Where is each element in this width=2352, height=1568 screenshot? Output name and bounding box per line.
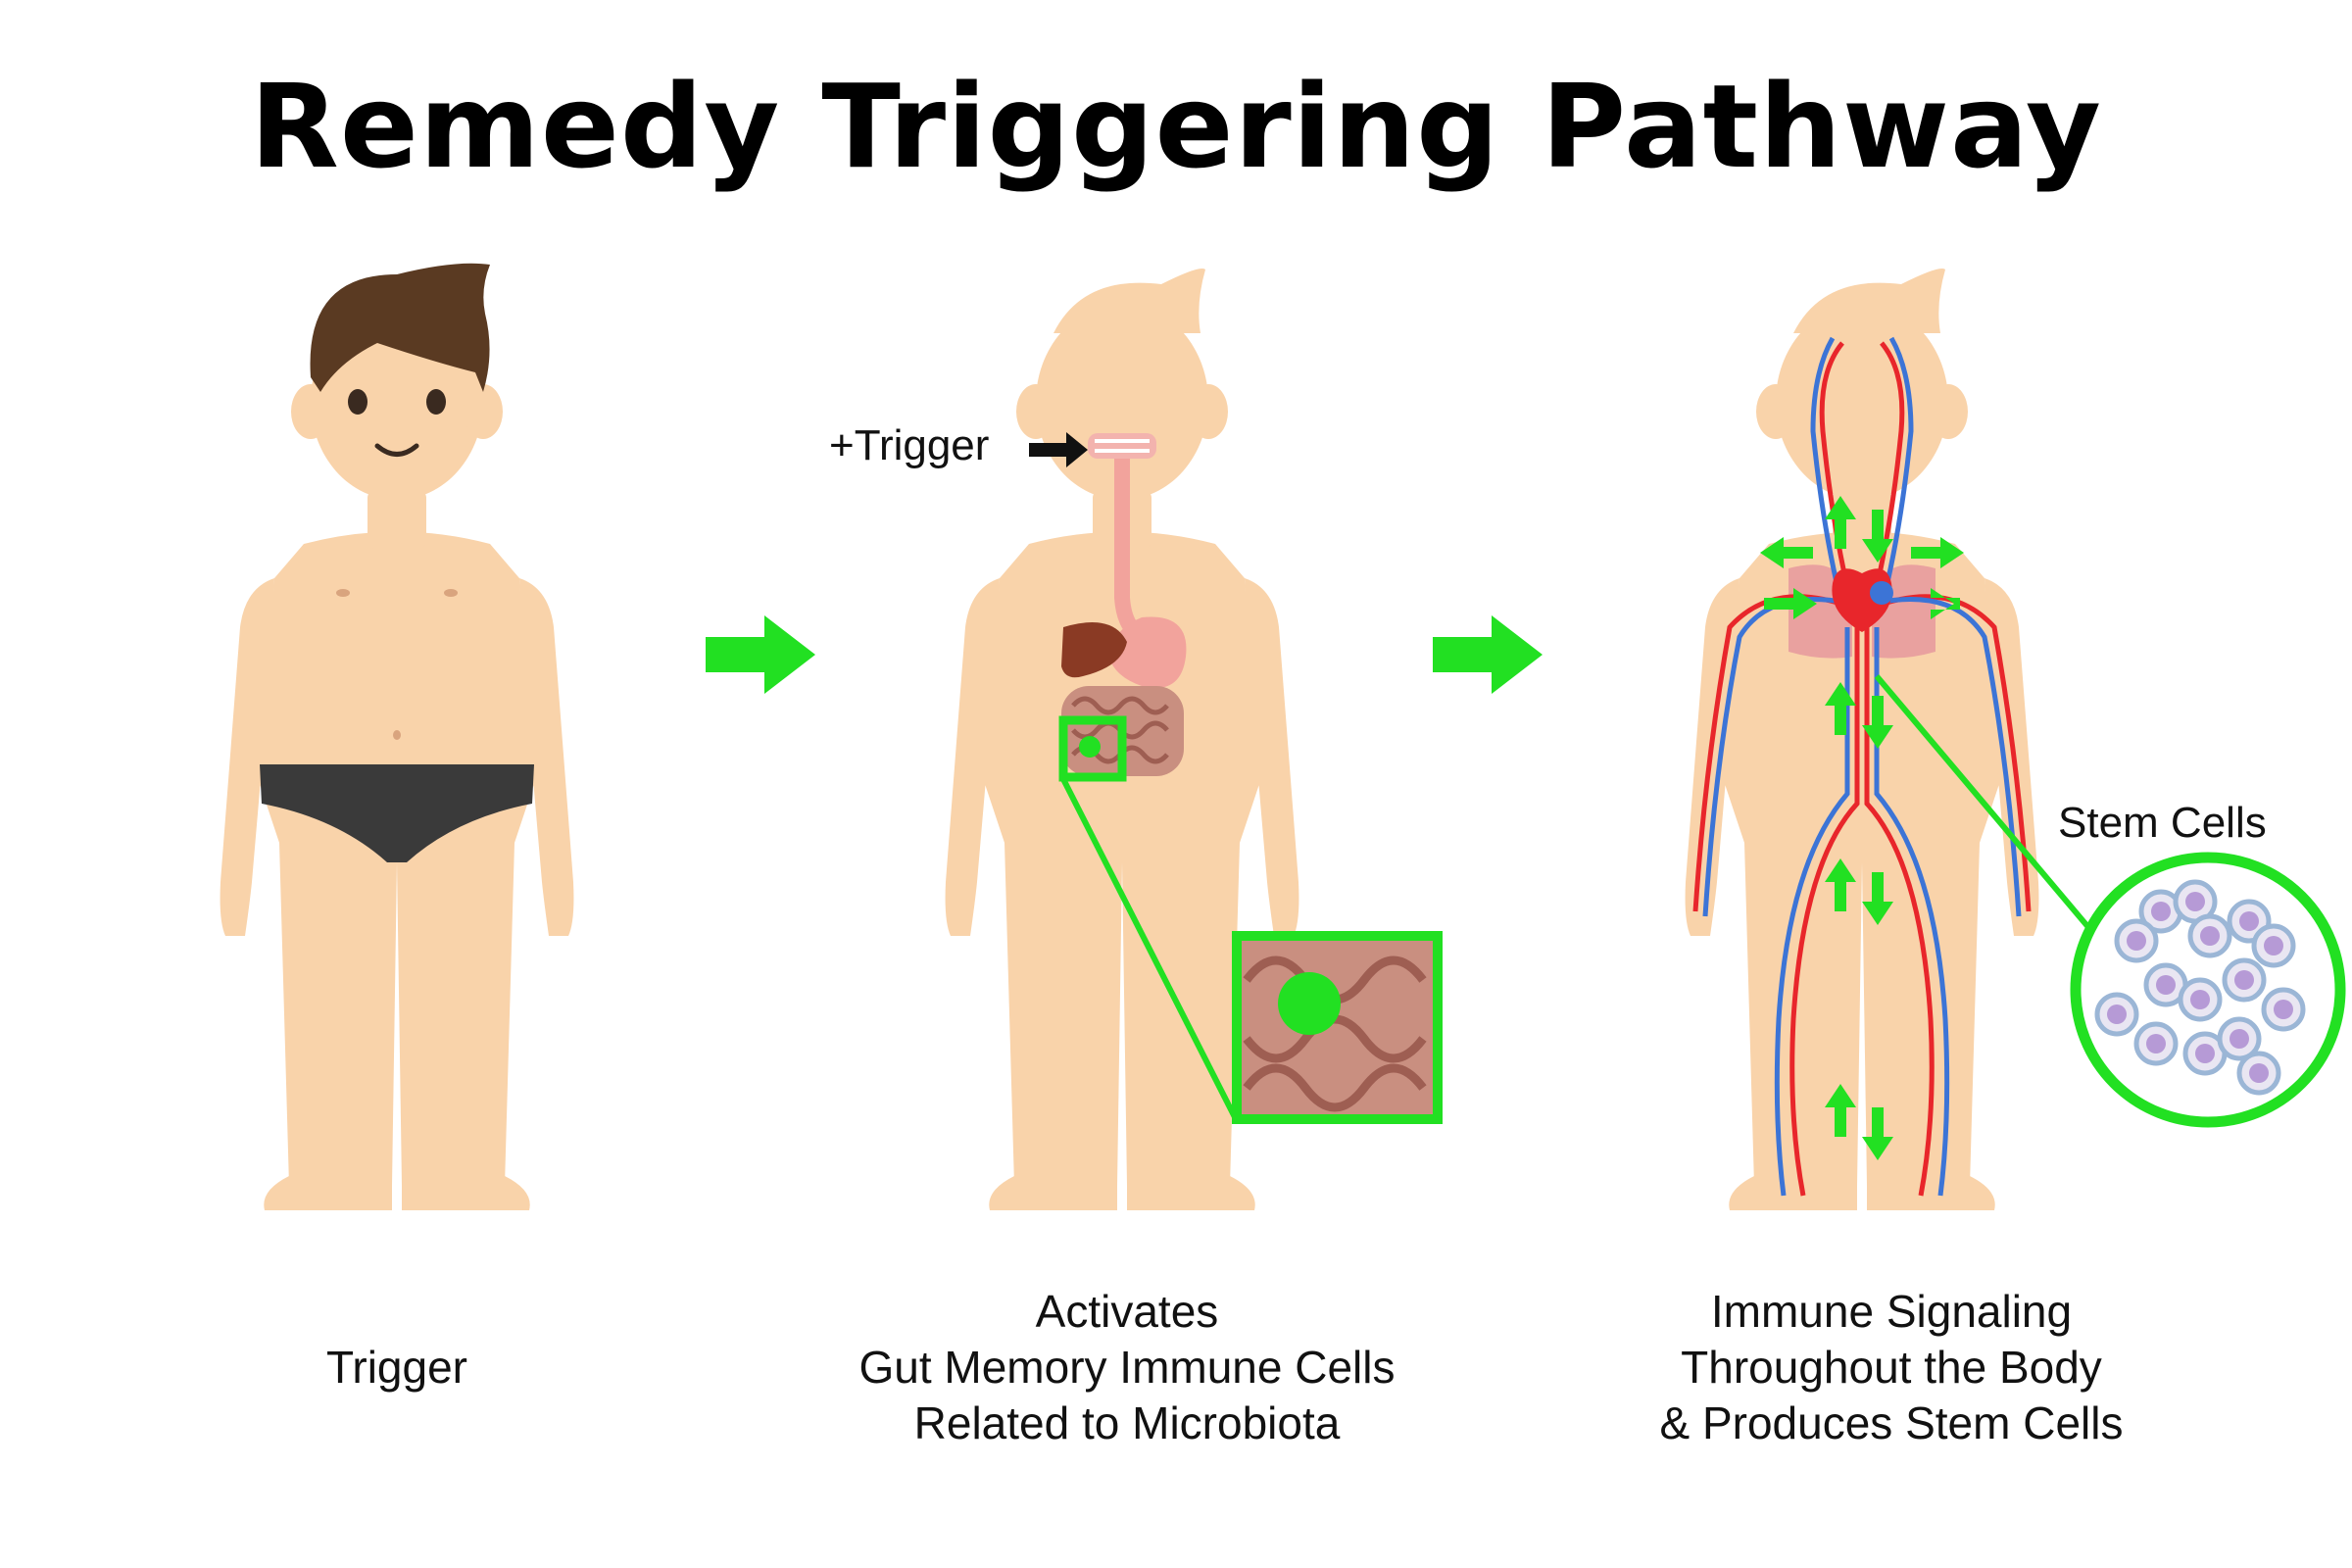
caption-line: & Produces Stem Cells: [1659, 1397, 2124, 1448]
stem-cell-link-line: [1874, 674, 2090, 928]
person-icon: [220, 263, 574, 1210]
caption-line: Trigger: [326, 1342, 467, 1393]
caption-line: Immune Signaling: [1710, 1286, 2073, 1337]
caption-line: Throughout the Body: [1681, 1342, 2102, 1393]
digestive-system-icon: [945, 269, 1299, 1210]
right-arrow-icon: [1433, 615, 1543, 694]
stem-cells-label: Stem Cells: [2058, 799, 2267, 847]
right-arrow-icon: [706, 615, 815, 694]
caption-line: Activates: [1035, 1286, 1219, 1337]
caption-line: Related to Microbiota: [913, 1397, 1341, 1448]
stem-cell-icon: [2070, 852, 2346, 1128]
zoom-line: [1060, 777, 1238, 1119]
gut-zoom-inset: [1232, 931, 1443, 1124]
caption-line: Gut Memory Immune Cells: [858, 1342, 1396, 1393]
circulatory-system-icon: [1685, 269, 2039, 1210]
trigger-callout-label: +Trigger: [829, 421, 990, 469]
step-1-caption: Trigger: [201, 1340, 593, 1396]
trigger-arrow-icon: [1029, 432, 1088, 467]
step-3-caption: Immune Signaling Throughout the Body & P…: [1529, 1284, 2254, 1451]
diagram-title: Remedy Triggering Pathway: [250, 59, 2102, 194]
step-2-caption: Activates Gut Memory Immune Cells Relate…: [764, 1284, 1490, 1451]
